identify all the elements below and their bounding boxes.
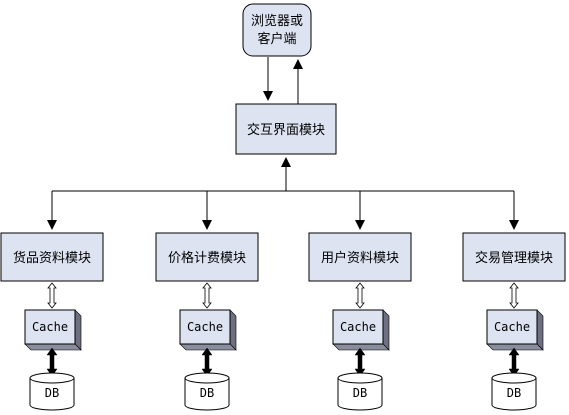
module-label: 价格计费模块: [168, 250, 246, 266]
cache-label: Cache: [187, 320, 223, 334]
db-cylinder-body: [337, 378, 383, 411]
cache-box-side: [536, 309, 544, 351]
module-label: 交易管理模块: [475, 250, 553, 266]
module-box: [462, 232, 566, 282]
db-cylinder-top: [491, 372, 537, 384]
double-arrow-cache-db: [508, 347, 520, 377]
cache-box: [486, 309, 538, 345]
cache-box: [24, 309, 76, 345]
cache-box-side: [382, 309, 390, 351]
db-label: DB: [507, 386, 521, 400]
db-label: DB: [45, 386, 59, 400]
double-arrow-module-cache: [202, 282, 212, 309]
double-arrow-module-cache: [355, 282, 365, 309]
module-box: [308, 232, 412, 282]
module-label: 用户资料模块: [321, 250, 399, 266]
browser-client-node: 浏览器或 客户端: [242, 3, 312, 57]
ui-module-label: 交互界面模块: [247, 122, 325, 138]
ui-module-box: [235, 103, 337, 155]
module-box: [0, 232, 104, 282]
db-cylinder-top: [184, 372, 230, 384]
cache-label: Cache: [340, 320, 376, 334]
db-cylinder-body: [29, 378, 75, 411]
browser-client-label-line1: 浏览器或: [251, 13, 303, 29]
db-cylinder-top: [29, 372, 75, 384]
module-box: [155, 232, 259, 282]
module-label: 货品资料模块: [13, 250, 91, 266]
browser-client-box: [242, 3, 312, 57]
double-arrow-cache-db: [46, 347, 58, 377]
browser-client-label-line2: 客户端: [257, 31, 296, 47]
cache-box: [179, 309, 231, 345]
double-arrow-module-cache: [509, 282, 519, 309]
cache-label: Cache: [494, 320, 530, 334]
db-cylinder-body: [491, 378, 537, 411]
double-arrow-cache-db: [201, 347, 213, 377]
cache-box: [332, 309, 384, 345]
cache-box-side: [229, 309, 237, 351]
cache-label: Cache: [32, 320, 68, 334]
db-cylinder-body: [184, 378, 230, 411]
ui-module-node: 交互界面模块: [235, 103, 337, 155]
double-arrow-module-cache: [47, 282, 57, 309]
db-label: DB: [353, 386, 367, 400]
cache-box-side: [74, 309, 82, 351]
db-label: DB: [200, 386, 214, 400]
double-arrow-cache-db: [354, 347, 366, 377]
db-cylinder-top: [337, 372, 383, 384]
